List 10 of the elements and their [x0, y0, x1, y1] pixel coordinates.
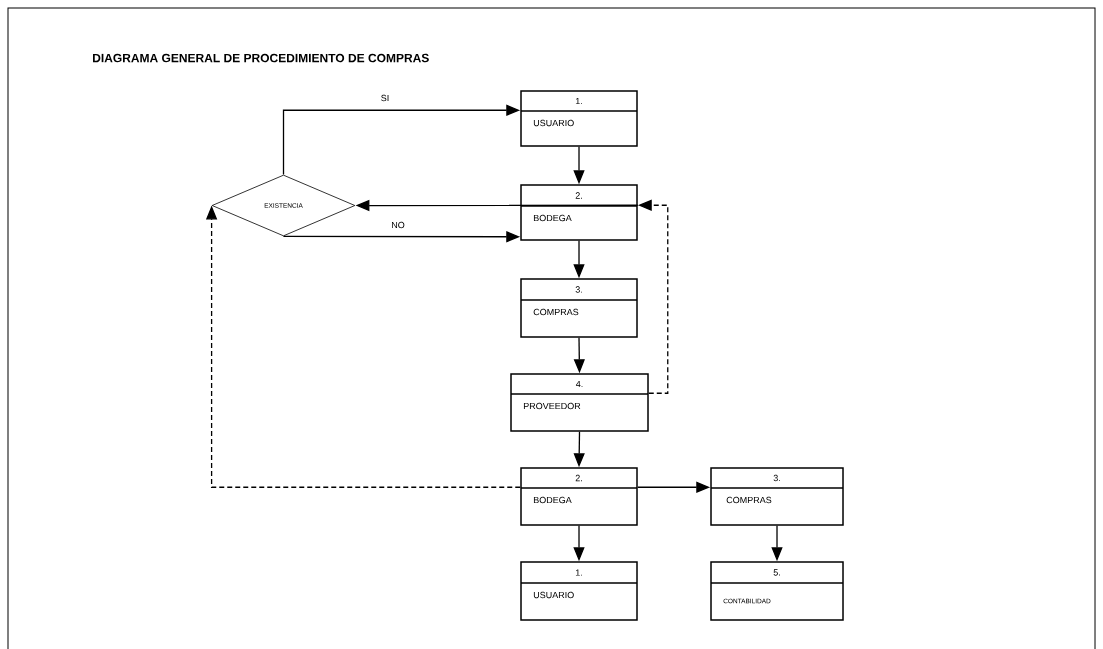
- edge-label: SI: [379, 93, 391, 103]
- process-box: 3. COMPRAS: [520, 278, 638, 338]
- process-box: 3. COMPRAS: [710, 467, 844, 526]
- diagram-title: DIAGRAMA GENERAL DE PROCEDIMIENTO DE COMPRAS: [93, 53, 429, 63]
- process-box: 2. BODEGA: [520, 467, 638, 526]
- process-box: 2. BODEGA: [520, 184, 638, 241]
- process-box: 1. USUARIO: [520, 90, 638, 147]
- process-box: 4. PROVEEDOR: [510, 373, 649, 432]
- edge-label: NO: [390, 220, 406, 230]
- process-box: 1. USUARIO: [520, 561, 638, 621]
